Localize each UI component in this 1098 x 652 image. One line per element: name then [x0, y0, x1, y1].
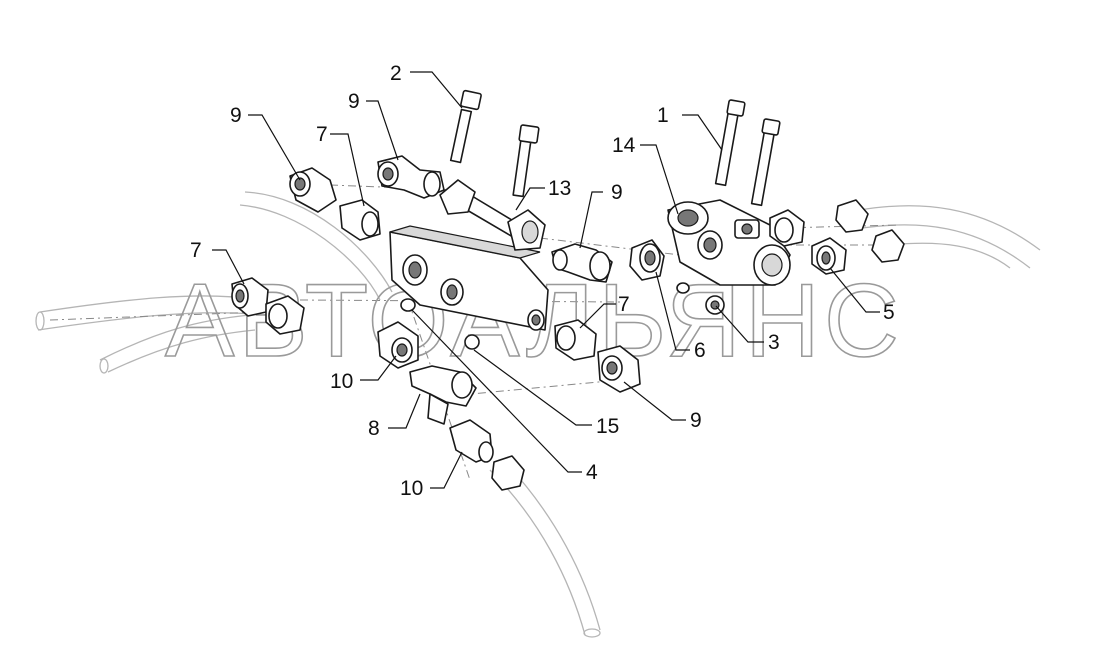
callout-8: 8 — [368, 417, 380, 440]
elbow-9-right — [551, 243, 613, 283]
callout-1: 1 — [657, 104, 669, 127]
hose-nut-right-lower — [871, 229, 905, 263]
hose-nut-bottom — [491, 455, 525, 491]
hose-outlines — [35, 191, 1041, 638]
fitting-10-lower — [449, 419, 494, 463]
callout-10-upper: 10 — [330, 370, 353, 393]
washer-6 — [676, 282, 690, 294]
washer-15 — [464, 334, 480, 350]
elbow-9-top-left — [289, 167, 337, 213]
nipple-7-top — [339, 199, 381, 241]
nipple-7-left — [231, 277, 269, 317]
callout-7-center: 7 — [618, 293, 630, 316]
callout-9-top-left: 9 — [230, 104, 242, 127]
valve-body-14 — [667, 199, 791, 286]
callout-3: 3 — [768, 331, 780, 354]
elbow-9-top-center — [377, 155, 445, 199]
bolt-13 — [512, 124, 540, 198]
callout-13: 13 — [548, 177, 571, 200]
callout-2: 2 — [390, 62, 402, 85]
callout-7-left: 7 — [190, 239, 202, 262]
distributor-block — [389, 225, 549, 331]
callout-labels: 2 9 9 7 1 14 13 9 7 7 5 3 6 10 8 15 9 4 … — [190, 62, 895, 500]
union-5-upper — [769, 209, 805, 247]
tube-13 — [439, 179, 546, 251]
callout-7-top: 7 — [316, 123, 328, 146]
bolt-2 — [449, 89, 482, 164]
hose-nut-right-upper — [835, 199, 869, 233]
nipple-7-center — [554, 319, 597, 361]
callout-9-right: 9 — [611, 181, 623, 204]
bolt-1-right — [750, 118, 781, 207]
union-5 — [811, 237, 847, 275]
leader-lines — [212, 71, 880, 489]
callout-6: 6 — [694, 339, 706, 362]
tee-8 — [409, 365, 477, 425]
washer-4-upper — [400, 298, 416, 312]
callout-9-bottom: 9 — [690, 409, 702, 432]
callout-5: 5 — [883, 301, 895, 324]
callout-9-top-center: 9 — [348, 90, 360, 113]
fitting-10-upper — [377, 321, 419, 369]
union-6 — [629, 239, 665, 281]
plug-3 — [705, 295, 725, 315]
callout-14: 14 — [612, 134, 636, 157]
union-left — [265, 295, 305, 335]
elbow-9-bottom — [597, 345, 641, 393]
callout-4: 4 — [586, 461, 598, 484]
callout-15: 15 — [596, 415, 619, 438]
callout-10-lower: 10 — [400, 477, 423, 500]
bolt-1-left — [714, 99, 746, 187]
